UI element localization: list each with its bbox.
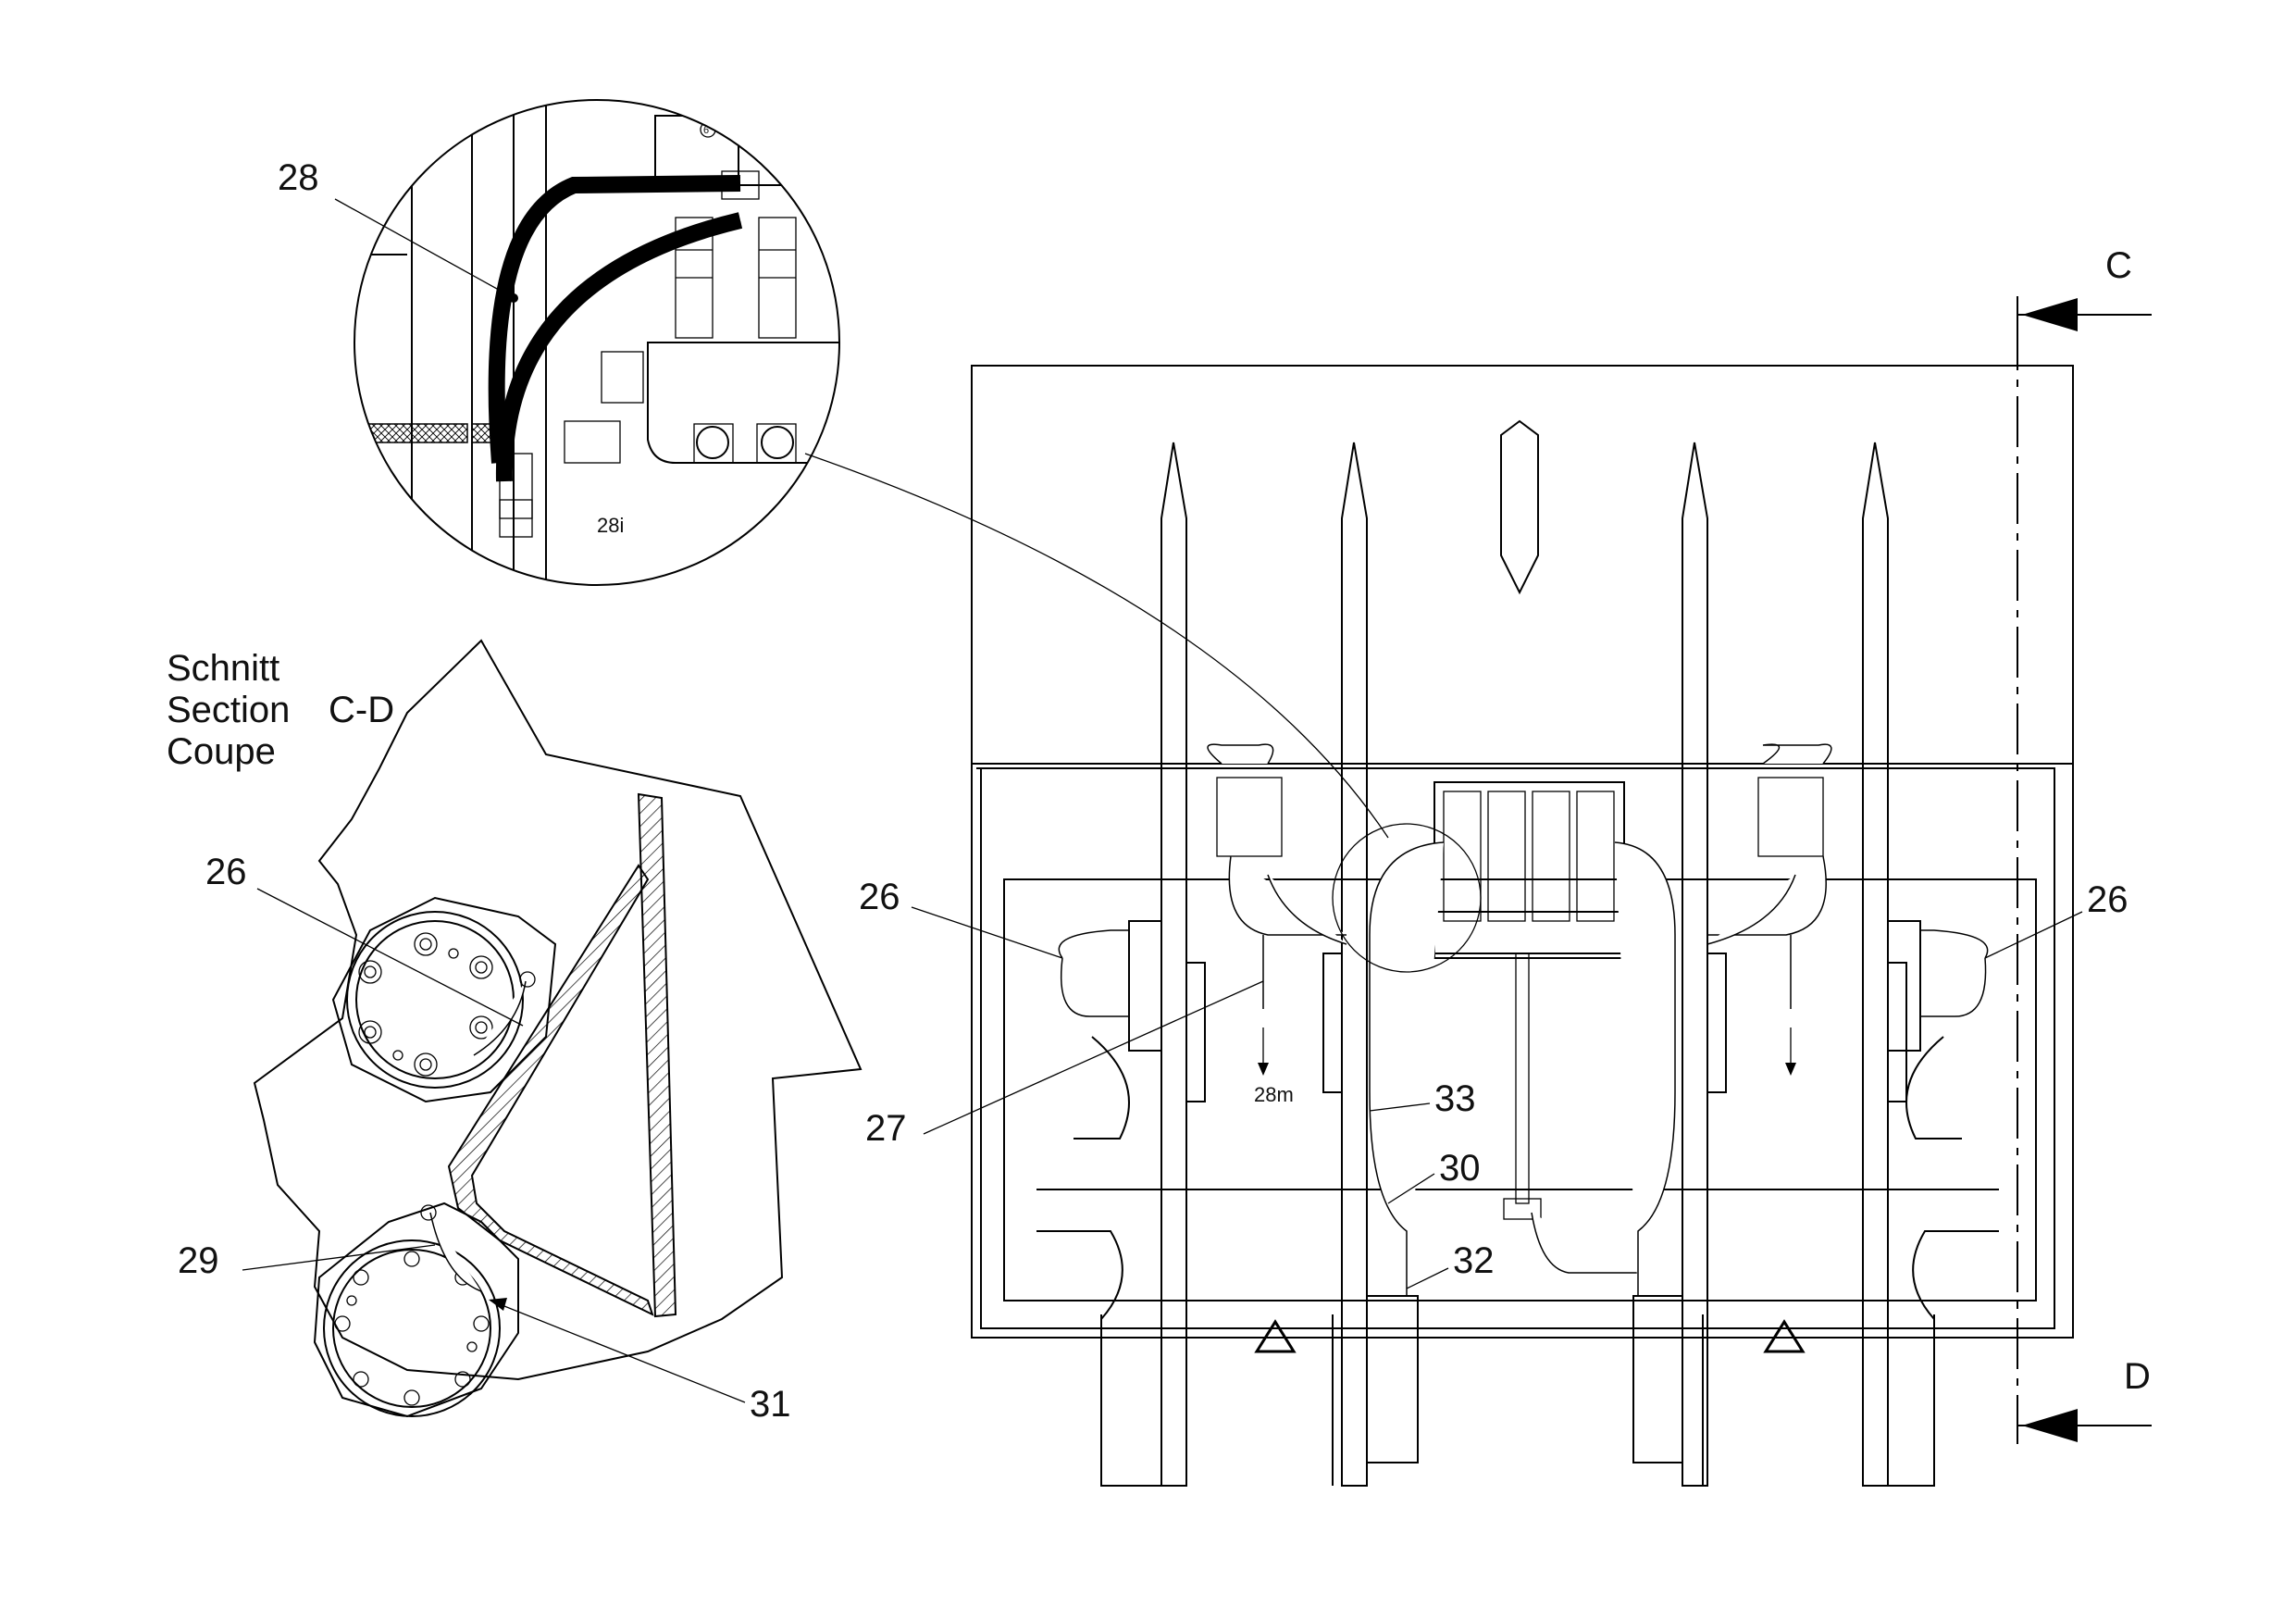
callout-30: 30	[1439, 1148, 1481, 1189]
callout-26-left: 26	[859, 877, 900, 917]
callout-29: 29	[178, 1240, 219, 1281]
section-callouts: 26 29 31	[178, 852, 791, 1425]
section-marker-d: D	[2124, 1356, 2151, 1397]
callout-6: 6	[703, 125, 709, 136]
title-section: Section	[167, 690, 290, 730]
title-coupe: Coupe	[167, 731, 276, 772]
callout-32: 32	[1453, 1240, 1495, 1281]
section-line: C D	[2017, 245, 2152, 1444]
lower-pivot-flange	[313, 1202, 519, 1418]
section-view	[253, 639, 863, 1418]
detail-leader	[804, 453, 1389, 839]
callout-28i: 28i	[597, 514, 624, 537]
section-title: Schnitt Section C-D Coupe	[167, 648, 394, 772]
front-view	[971, 365, 2074, 1487]
callout-26-right: 26	[2087, 879, 2128, 920]
callout-28m: 28m	[1254, 1083, 1294, 1106]
callout-27: 27	[865, 1108, 907, 1149]
upper-pivot-flange	[331, 896, 557, 1103]
callout-31: 31	[750, 1384, 791, 1425]
callout-26-section: 26	[205, 852, 247, 892]
title-cd: C-D	[329, 690, 394, 730]
detail-circle: 28i 6 28	[278, 99, 840, 586]
section-marker-c: C	[2105, 245, 2132, 286]
front-callouts: 26 26 27 28m 33 30 32	[859, 877, 2128, 1289]
callout-28: 28	[278, 157, 319, 198]
title-schnitt: Schnitt	[167, 648, 279, 689]
callout-33: 33	[1434, 1078, 1476, 1119]
